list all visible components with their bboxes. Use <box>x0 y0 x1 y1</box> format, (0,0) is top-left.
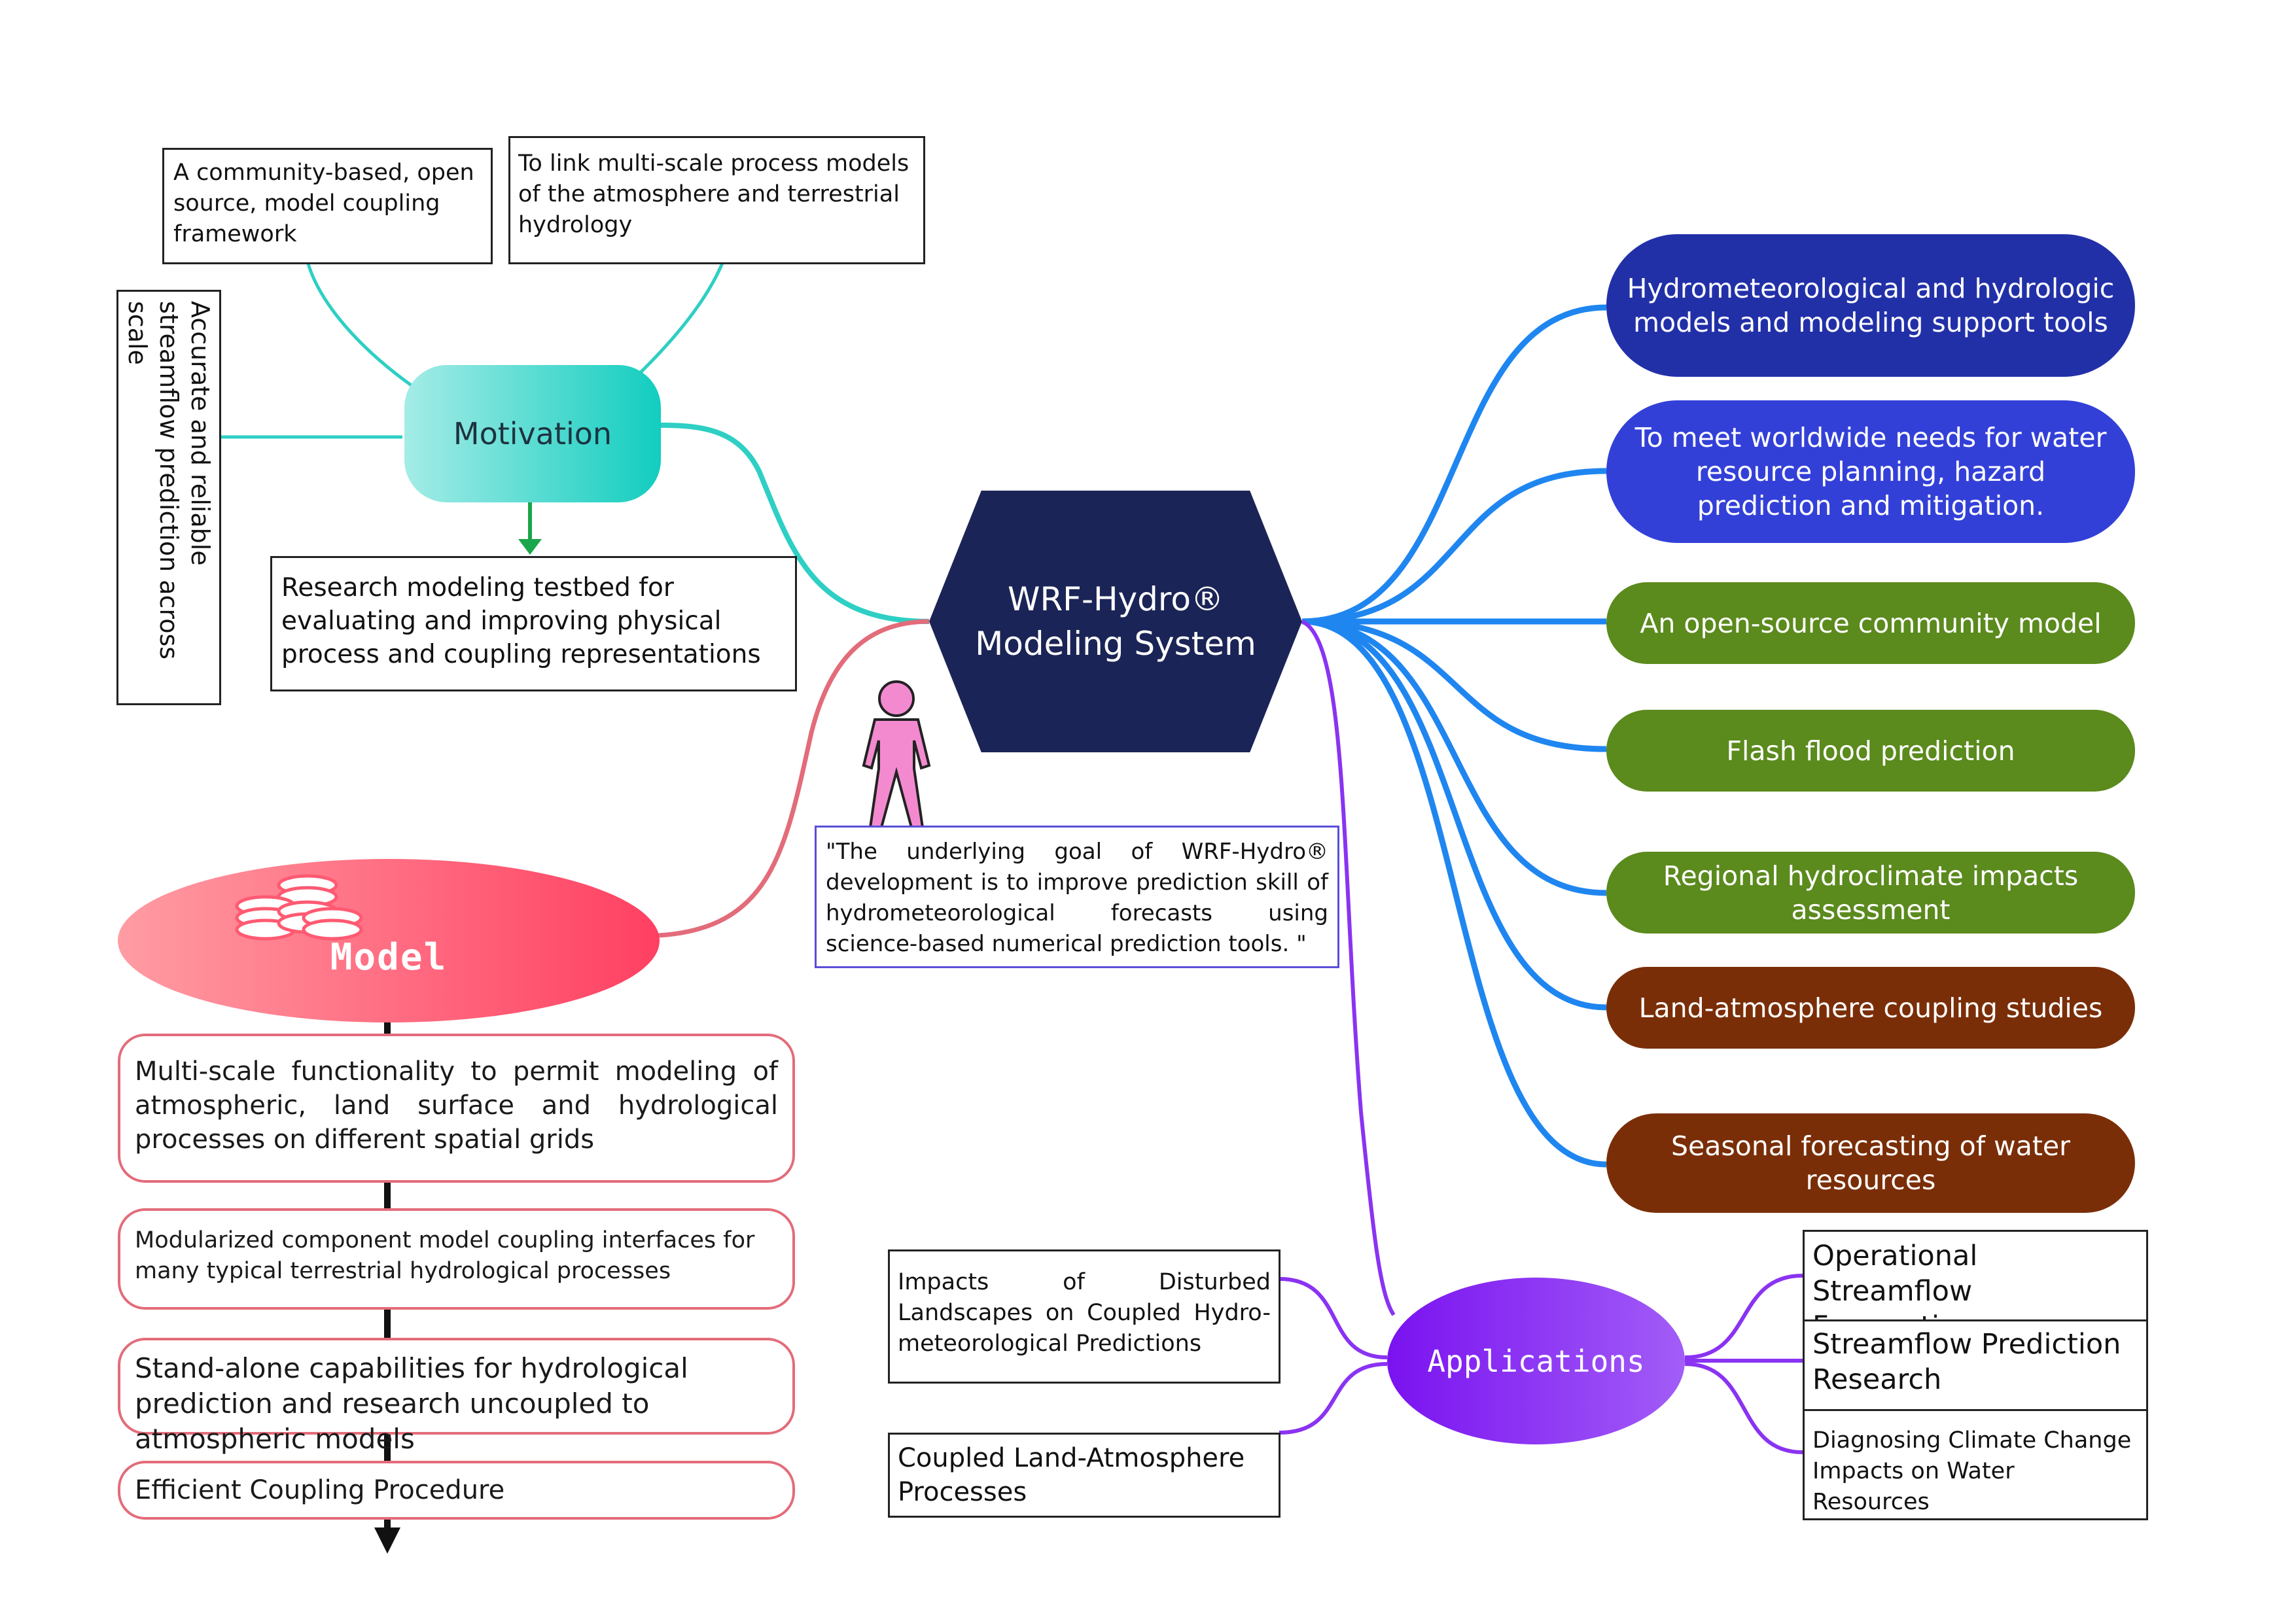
applications-label: Applications <box>1427 1343 1645 1379</box>
application-coupled-land-atmosphere: Coupled Land-Atmosphere Processes <box>888 1433 1280 1518</box>
person-icon <box>862 680 931 828</box>
model-item-standalone-text: Stand-alone capabilities for hydrologica… <box>135 1352 688 1455</box>
model-item-modularized: Modularized component model coupling int… <box>118 1208 795 1310</box>
applications-node: Applications <box>1387 1278 1685 1444</box>
feature-seasonal-forecasting-text: Seasonal forecasting of water resources <box>1671 1130 2070 1196</box>
model-label: Model <box>330 936 448 979</box>
model-node: Model <box>118 859 660 1022</box>
center-title-line1: WRF-Hydro® <box>1008 580 1224 618</box>
model-item-modularized-text: Modularized component model coupling int… <box>135 1227 755 1284</box>
motivation-item-testbed-text: Research modeling testbed for evaluating… <box>281 573 761 669</box>
model-item-coupling: Efficient Coupling Procedure <box>118 1461 795 1520</box>
center-node: WRF-Hydro® Modeling System <box>929 491 1302 752</box>
motivation-node: Motivation <box>404 365 661 502</box>
center-title-line2: Modeling System <box>975 625 1256 663</box>
model-item-multiscale: Multi-scale functionality to permit mode… <box>118 1034 795 1183</box>
application-coupled-land-atmosphere-text: Coupled Land-Atmosphere Processes <box>898 1443 1245 1507</box>
motivation-item-streamflow-text: Accurate and reliable streamflow predict… <box>123 301 215 660</box>
application-disturbed-landscapes: Impacts of Disturbed Landscapes on Coupl… <box>888 1249 1280 1384</box>
feature-models-tools-text: Hydrometeorological and hydrologic model… <box>1627 273 2115 338</box>
feature-flash-flood: Flash flood prediction <box>1606 710 2135 792</box>
application-operational-streamflow: Operational Streamflow Forecasting <box>1803 1230 2148 1343</box>
feature-worldwide-needs: To meet worldwide needs for water resour… <box>1606 400 2135 543</box>
feature-flash-flood-text: Flash flood prediction <box>1726 735 2015 767</box>
motivation-item-streamflow: Accurate and reliable streamflow predict… <box>116 290 221 705</box>
motivation-item-link: To link multi-scale process models of th… <box>508 136 925 264</box>
feature-worldwide-needs-text: To meet worldwide needs for water resour… <box>1634 422 2107 521</box>
feature-land-atmosphere-text: Land-atmosphere coupling studies <box>1638 992 2103 1024</box>
model-item-coupling-text: Efficient Coupling Procedure <box>135 1475 505 1505</box>
application-climate-change-text: Diagnosing Climate Change Impacts on Wat… <box>1812 1427 2132 1515</box>
application-streamflow-research: Streamflow Prediction Research <box>1803 1319 2148 1411</box>
application-streamflow-research-text: Streamflow Prediction Research <box>1812 1328 2121 1396</box>
goal-quote: "The underlying goal of WRF-Hydro® devel… <box>815 826 1339 968</box>
motivation-item-community-text: A community-based, open source, model co… <box>173 160 474 247</box>
application-disturbed-landscapes-text: Impacts of Disturbed Landscapes on Coupl… <box>898 1269 1271 1357</box>
feature-open-source-text: An open-source community model <box>1640 607 2102 639</box>
goal-quote-text: "The underlying goal of WRF-Hydro® devel… <box>826 839 1328 957</box>
application-climate-change: Diagnosing Climate Change Impacts on Wat… <box>1803 1409 2148 1520</box>
motivation-item-testbed: Research modeling testbed for evaluating… <box>270 556 797 691</box>
motivation-item-community: A community-based, open source, model co… <box>162 148 493 264</box>
motivation-label: Motivation <box>453 416 612 451</box>
feature-models-tools: Hydrometeorological and hydrologic model… <box>1606 234 2135 377</box>
model-item-multiscale-text: Multi-scale functionality to permit mode… <box>135 1056 778 1155</box>
feature-land-atmosphere: Land-atmosphere coupling studies <box>1606 967 2135 1049</box>
coin-stack-icon <box>235 874 363 941</box>
feature-regional-hydroclimate: Regional hydroclimate impacts assessment <box>1606 852 2135 934</box>
feature-open-source: An open-source community model <box>1606 582 2135 664</box>
center-title: WRF-Hydro® Modeling System <box>975 577 1256 666</box>
motivation-item-link-text: To link multi-scale process models of th… <box>518 150 910 238</box>
feature-seasonal-forecasting: Seasonal forecasting of water resources <box>1606 1113 2135 1213</box>
model-item-standalone: Stand-alone capabilities for hydrologica… <box>118 1338 795 1455</box>
feature-regional-hydroclimate-text: Regional hydroclimate impacts assessment <box>1663 860 2079 926</box>
